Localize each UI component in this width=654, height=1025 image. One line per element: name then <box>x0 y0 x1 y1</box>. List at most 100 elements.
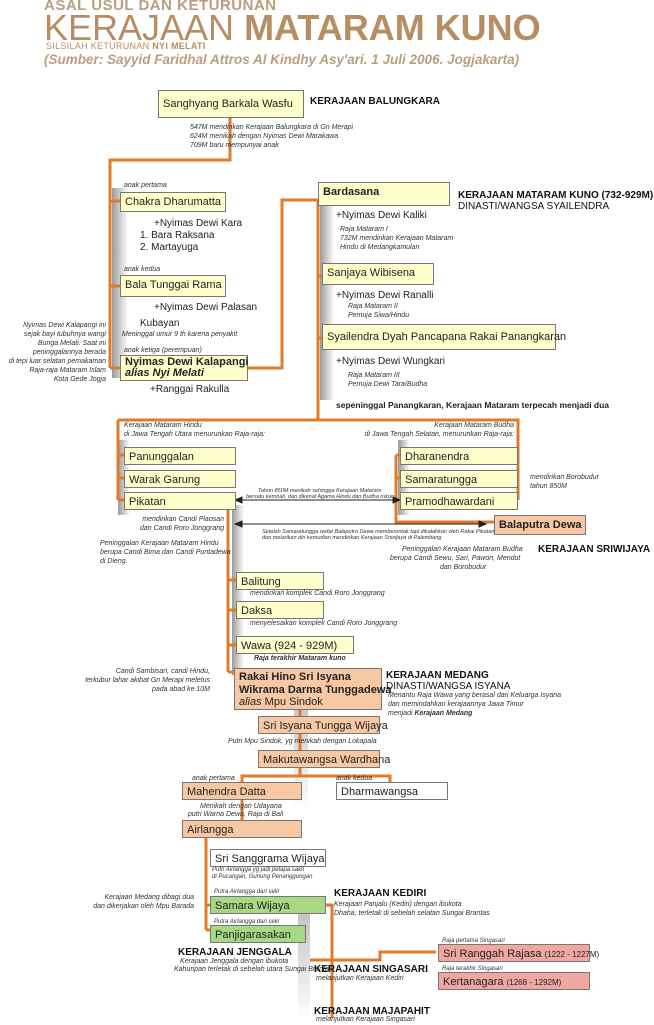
note: 547M mendirikan Kerajaan Balungkara di G… <box>190 124 354 131</box>
note: Dhaha, terletak di sebelah selatan Sunga… <box>334 910 490 917</box>
box-dharanendra: Dharanendra <box>400 447 518 465</box>
note: dan dikerjakan oleh Mpu Barada <box>93 903 194 910</box>
note: Kota Gede Jogja <box>53 376 106 383</box>
kingdom-mataram-kuno: KERAJAAN MATARAM KUNO (732-929M)DINASTI/… <box>458 190 653 212</box>
note: Hindu di Medangkamulan <box>340 244 420 251</box>
note: berupa Candi Bima dan Candi Puntadewa <box>100 549 231 556</box>
box-balaputra: Balaputra Dewa <box>494 515 586 535</box>
kingdom-jenggala: KERAJAAN JENGGALA <box>178 947 292 958</box>
note: dan Candi Roro Jonggrang <box>139 525 224 532</box>
kertanagara-years: (1268 - 1292M) <box>506 978 562 987</box>
title-bold: MATARAM KUNO <box>244 7 541 48</box>
connector <box>118 418 520 500</box>
note: anak kedua <box>124 266 161 273</box>
note: Kerajaan Mataram Budha <box>434 422 514 429</box>
note: melanjutkan Kerajaan Singasari <box>316 1016 415 1023</box>
medang-note-3b: Kerajaan Medang <box>414 710 473 717</box>
box-pikatan: Pikatan <box>124 492 236 510</box>
note: menyelesaikan komplek Candi Roro Jonggra… <box>250 620 398 627</box>
source-line: (Sumber: Sayyid Faridhal Attros Al Kindh… <box>44 52 520 67</box>
note: Raja Mataram I <box>340 226 388 233</box>
note: Setelah Samaratungga wafat Balaputra Dew… <box>262 529 495 535</box>
note: Menantu Raja Wawa yang berasal dari Kelu… <box>388 692 562 699</box>
note: berupa Candi Sewu, Sari, Pawon, Mendut <box>390 555 521 562</box>
note: anak pertama <box>192 775 235 782</box>
note: Tahun 850M menikah sehingga Kerajaan Mat… <box>258 488 382 494</box>
box-rakai-hino: Rakai Hino Sri Isyana Wikrama Darma Tung… <box>234 668 392 710</box>
note: Putra Airlangga dari selir <box>214 889 280 895</box>
nyimas-alias: alias Nyi Melati <box>125 367 204 379</box>
shadow-bar <box>298 900 310 1020</box>
box-syailendra: Syailendra Dyah Pancapana Rakai Panangka… <box>322 324 566 350</box>
note: peninggalannya berada <box>32 349 106 356</box>
note: terkubur lahar akibat Gn Merapi meletus <box>85 677 210 684</box>
arrow-head-left <box>233 496 243 504</box>
note: Pemuja Dewi Tara/Budha <box>348 381 428 388</box>
note: sejak bayi tubuhnya wangi <box>23 331 106 338</box>
note: mendirikan Candi Plaosan <box>142 516 224 523</box>
spouse: +Ranggai Rakulla <box>150 384 230 395</box>
note: Putra Airlangga dari selir <box>214 919 280 925</box>
subtitle-light: SILSILAH KETURUNAN <box>46 41 153 51</box>
rakai-alias: alias <box>239 696 262 708</box>
note: putri Warna Dewa, Raja di Bali <box>188 811 284 818</box>
note: bersatu kembali, dan dikenal Agama Hindu… <box>246 494 395 500</box>
page-title: KERAJAAN MATARAM KUNO <box>44 8 541 48</box>
note: Peninggalan Kerajaan Mataram Budha <box>402 546 523 553</box>
box-chakra: Chakra Dharumatta <box>120 192 226 212</box>
shadow-bar <box>232 505 244 675</box>
header-line1: ASAL USUL DAN KETURUNAN <box>44 0 277 14</box>
note: menjadi Kerajaan Medang <box>388 710 472 719</box>
box-warak: Warak Garung <box>124 470 236 488</box>
note: di Pucangan, Gunung Penanggungan <box>212 874 313 880</box>
note: Peninggalan Kerajaan Mataram Hindu <box>100 540 219 547</box>
rakai-name: Mpu Sindok <box>261 696 323 708</box>
box-pramodhawardani: Pramodhawardani <box>400 492 518 510</box>
note: Nyimas Dewi Kalapangi ini <box>23 322 106 329</box>
connector <box>394 478 494 524</box>
subtitle-bold: NYI MELATI <box>152 41 206 51</box>
box-ranggah: Sri Ranggah Rajasa (1222 - 1227M) <box>438 944 599 962</box>
kingdom-kediri: KERAJAAN KEDIRI <box>334 888 427 899</box>
note: Raja Mataram III <box>348 372 400 379</box>
box-samara: Samara Wijaya <box>210 896 326 914</box>
note: Pemuja Siwa/Hindu <box>348 312 410 319</box>
spouse: +Nyimas Dewi Wungkari <box>336 356 446 367</box>
note: Meninggal umur 9 th karena penyakit <box>122 331 238 338</box>
note: anak pertama <box>124 182 167 189</box>
note: di Jawa Tengah Selatan, menurunkan Raja-… <box>364 431 514 438</box>
shadow-bar <box>320 205 334 400</box>
kertanagara-name: Kertanagara <box>443 976 504 988</box>
connector <box>326 903 334 1018</box>
note: anak kedua <box>336 775 373 782</box>
title-light: KERAJAAN <box>44 7 245 48</box>
box-wawa: Wawa (924 - 929M) <box>236 636 354 654</box>
note: Raja-raja Mataram Islam <box>29 367 106 374</box>
kingdom-sriwijaya: KERAJAAN SRIWIJAYA <box>538 544 651 555</box>
note: Raja pertama Singasari <box>442 938 505 944</box>
nyimas-name: Nyimas Dewi Kalapangi <box>125 356 249 368</box>
ranggah-name: Sri Ranggah Rajasa <box>443 948 542 960</box>
kingdom-medang-title: KERAJAAN MEDANG <box>386 670 489 681</box>
note: Menikah dengan Udayana <box>200 803 282 810</box>
note: Kerajaan Jenggala dengan ibukota <box>180 958 289 965</box>
box-sanggrama: Sri Sanggrama Wijaya <box>210 849 326 867</box>
note: di tepi luar selatan pemakaman <box>8 358 106 365</box>
rakai-line2: Wikrama Darma Tunggadewa <box>239 683 392 696</box>
child: 1. Bara Raksana <box>140 230 215 241</box>
kingdom-singasari: KERAJAAN SINGASARI <box>314 964 428 975</box>
box-sri-isyana: Sri Isyana Tungga Wijaya <box>258 716 388 734</box>
box-mahendra: Mahendra Datta <box>182 782 302 800</box>
connector <box>108 118 232 368</box>
note: melanjutkan Kerajaan Kediri <box>316 975 404 982</box>
child: Kubayan <box>140 318 180 329</box>
spouse: +Nyimas Dewi Ranalli <box>336 290 434 301</box>
child: 2. Martayuga <box>140 242 199 253</box>
box-sanjaya: Sanjaya Wibisena <box>322 263 434 285</box>
note: Kerajaan Mataram Hindu <box>124 422 202 429</box>
rakai-line1: Rakai Hino Sri Isyana <box>239 671 351 683</box>
note: Putri Airlangga yg jadi petapa sakti <box>212 867 305 873</box>
note: 709M baru mempunyai anak <box>190 142 279 149</box>
